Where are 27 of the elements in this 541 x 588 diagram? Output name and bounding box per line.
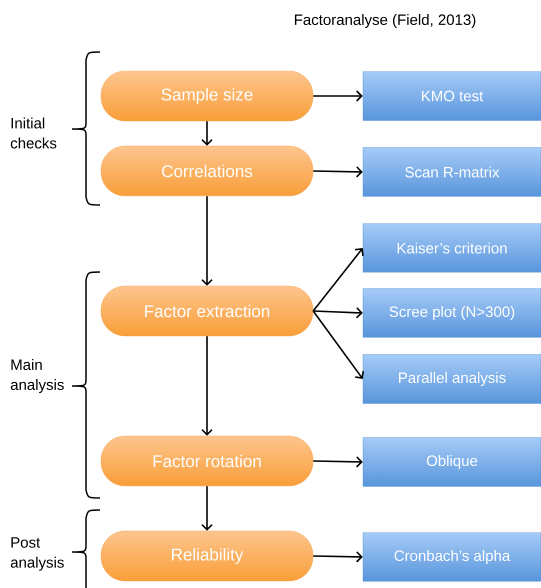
process-pill: Reliability: [100, 530, 314, 582]
arrow: [201, 336, 213, 436]
arrow: [312, 248, 364, 312]
arrow: [313, 166, 363, 178]
process-pill: Sample size: [100, 70, 314, 122]
result-box: Cronbach’s alpha: [362, 532, 541, 582]
title: Factoranalyse (Field, 2013): [294, 14, 476, 28]
result-box: Oblique: [362, 437, 541, 487]
section-label: Main analysis: [10, 359, 64, 393]
arrow: [313, 90, 363, 102]
arrow: [313, 456, 363, 468]
result-box: Parallel analysis: [362, 354, 541, 404]
arrow: [313, 551, 363, 562]
section-label: Post analysis: [10, 537, 64, 571]
process-pill: Factor rotation: [100, 436, 314, 486]
result-box: Kaiser’s criterion: [362, 223, 541, 273]
arrow: [313, 307, 363, 318]
result-box: Scree plot (N>300): [362, 288, 541, 338]
result-box: KMO test: [362, 71, 541, 121]
arrow: [312, 310, 364, 379]
result-box: Scan R-matrix: [362, 147, 541, 197]
arrow: [201, 486, 213, 531]
process-pill: Correlations: [100, 146, 314, 196]
section-label: Initial checks: [10, 118, 56, 148]
process-pill: Factor extraction: [100, 286, 314, 336]
arrow: [201, 121, 213, 146]
arrow: [201, 196, 213, 286]
